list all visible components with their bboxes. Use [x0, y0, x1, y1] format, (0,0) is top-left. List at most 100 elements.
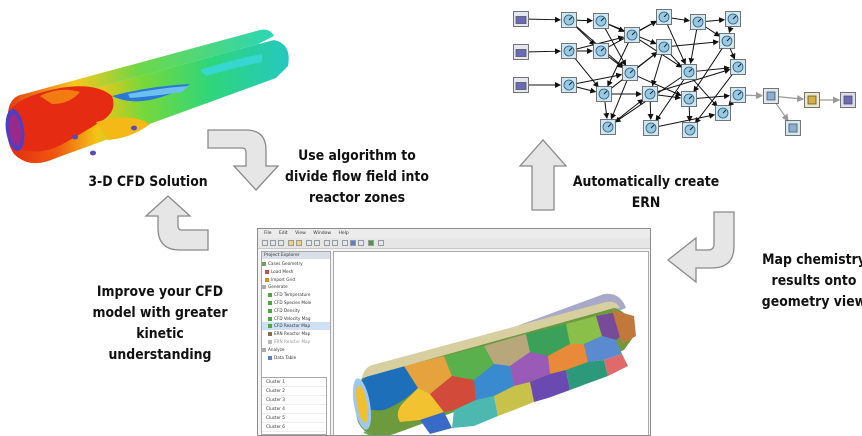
ern-reactor-node-icon	[643, 120, 659, 136]
label-line: model with greater	[92, 305, 228, 321]
ern-outlet-icon	[840, 92, 856, 108]
zoom-icon[interactable]	[324, 240, 330, 246]
ern-reactor-node-icon	[596, 86, 612, 102]
label-cfd-solution: 3-D CFD Solution	[79, 172, 217, 193]
ern-edge	[696, 65, 731, 72]
flow-arrow-cfd-to-zones	[207, 129, 280, 191]
open-icon[interactable]	[270, 240, 276, 246]
ern-edge	[671, 39, 720, 47]
list-item[interactable]: Cluster 6	[262, 423, 326, 432]
check-icon	[268, 308, 272, 313]
list-item[interactable]: Cluster 1	[262, 378, 326, 387]
tree-item[interactable]: CFD Species Mole	[262, 299, 330, 307]
ern-edge	[671, 16, 691, 23]
new-icon[interactable]	[262, 240, 268, 246]
list-item[interactable]: Cluster 5	[262, 414, 326, 423]
tree-item[interactable]: CFD Temperature	[262, 291, 330, 299]
ern-mixer-icon	[763, 88, 779, 104]
geometry-view[interactable]	[333, 251, 649, 435]
ern-reactor-node-icon	[719, 33, 735, 49]
ern-edge	[657, 68, 731, 93]
ern-reactor-node-icon	[785, 120, 801, 136]
tree-item[interactable]: CFD Reactor Map	[262, 322, 330, 331]
play-icon[interactable]	[350, 240, 356, 246]
copy-icon[interactable]	[314, 240, 320, 246]
list-item[interactable]: Cluster 3	[262, 396, 326, 405]
ern-inlet-icon	[513, 77, 529, 93]
project-tree: Cases Geometry Load Mesh Import Grid Gen…	[262, 260, 330, 361]
ern-edge	[705, 17, 726, 24]
ern-inlet-icon	[513, 11, 529, 27]
label-line: ERN	[631, 195, 661, 211]
ern-reactor-node-icon	[725, 11, 741, 27]
ern-reactor-node-icon	[656, 9, 672, 25]
ern-inlet-icon	[513, 44, 529, 60]
ern-edge	[658, 112, 716, 127]
check-icon	[268, 316, 272, 321]
tree-item[interactable]: Load Mesh	[262, 268, 330, 276]
menu-file[interactable]: File	[264, 231, 272, 236]
folder-icon	[262, 285, 266, 290]
menu-window[interactable]: Window	[313, 231, 331, 236]
tree-item[interactable]: CFD Velocity Mag	[262, 315, 330, 323]
label-map-chemistry: Map chemistry results onto geometry view	[756, 250, 862, 313]
menu-view[interactable]: View	[295, 231, 306, 236]
list-item[interactable]: Cluster 4	[262, 405, 326, 414]
ern-reactor-node-icon	[642, 86, 658, 102]
menu-help[interactable]: Help	[338, 231, 349, 236]
folder-icon	[262, 347, 266, 352]
ern-reactor-node-icon	[730, 59, 746, 75]
stop-icon[interactable]	[358, 240, 364, 246]
ern-edge	[775, 102, 789, 122]
ern-reactor-node-icon	[561, 43, 577, 59]
tree-item[interactable]: Generate	[262, 283, 330, 291]
rotate-icon[interactable]	[332, 240, 338, 246]
ern-reactor-node-icon	[681, 91, 697, 107]
run-icon[interactable]	[368, 240, 374, 246]
tree-item[interactable]: Import Grid	[262, 276, 330, 284]
tree-item[interactable]: Cases Geometry	[262, 260, 330, 268]
map-icon	[268, 339, 272, 344]
menu-edit[interactable]: Edit	[278, 231, 288, 236]
label-line: divide flow field into	[285, 169, 429, 185]
ern-reactor-node-icon	[715, 105, 731, 121]
tree-item[interactable]: ERN Reactor Map	[262, 338, 330, 346]
list-item[interactable]: Cluster 2	[262, 387, 326, 396]
folder-icon[interactable]	[288, 240, 294, 246]
cfd-cylinder-image	[5, 29, 289, 164]
tree-item[interactable]: ERN Reactor Map	[262, 330, 330, 338]
tree-item[interactable]: Analyze	[262, 346, 330, 354]
mesh-icon	[265, 269, 269, 274]
ern-reactor-node-icon	[682, 122, 698, 138]
tree-item[interactable]: CFD Density	[262, 307, 330, 315]
save-icon[interactable]	[278, 240, 284, 246]
label-line: Improve your CFD	[96, 284, 224, 300]
table-icon	[268, 355, 272, 360]
label-line: reactor zones	[308, 190, 406, 206]
cut-icon[interactable]	[306, 240, 312, 246]
ern-reactor-node-icon	[681, 64, 697, 80]
ern-reactor-node-icon	[656, 39, 672, 55]
ern-edge	[573, 56, 599, 88]
label-line: Automatically create	[572, 174, 720, 190]
cluster-list: Cluster 1 Cluster 2 Cluster 3 Cluster 4 …	[261, 377, 327, 435]
ern-psr-icon	[804, 92, 820, 108]
toolbar	[258, 238, 650, 249]
ern-reactor-node-icon	[593, 13, 609, 29]
settings-icon[interactable]	[378, 240, 384, 246]
label-create-ern: Automatically create ERN	[570, 172, 721, 214]
grid-icon[interactable]	[342, 240, 348, 246]
ern-edge	[727, 26, 734, 34]
ern-edge	[576, 72, 623, 84]
tree-item[interactable]: Data Table	[262, 354, 330, 362]
import-icon[interactable]	[296, 240, 302, 246]
ern-edge	[637, 75, 682, 97]
ern-reactor-node-icon	[600, 119, 616, 135]
ern-edge	[613, 98, 644, 123]
flow-arrow-improve-to-cfd	[144, 195, 209, 251]
ern-reactor-node-icon	[730, 87, 746, 103]
ern-edge	[576, 86, 597, 94]
ern-reactor-node-icon	[690, 14, 706, 30]
ern-edge	[778, 94, 805, 103]
